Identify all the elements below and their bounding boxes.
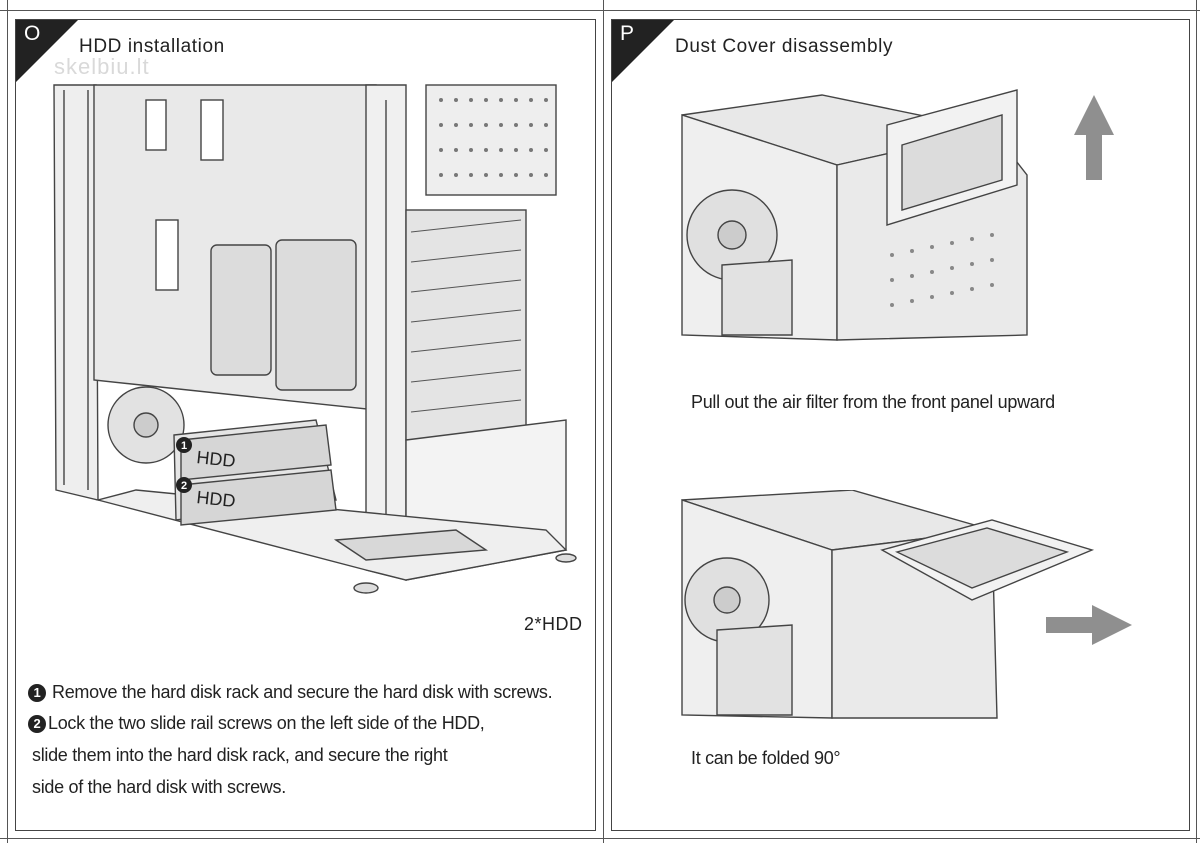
dust-filter-pull-up-illustration xyxy=(681,89,1028,341)
section-letter-p: P xyxy=(620,22,635,45)
top-border xyxy=(0,10,1200,11)
hdd-marker-1: 1 xyxy=(181,440,187,452)
step-2-line-3: side of the hard disk with screws. xyxy=(32,777,286,797)
step-2-line-1: Lock the two slide rail screws on the le… xyxy=(48,713,485,733)
hdd-marker-1-circle xyxy=(176,437,192,453)
caption-folded: It can be folded 90° xyxy=(691,748,841,768)
section-corner-p xyxy=(612,20,674,82)
step-2-line-2: slide them into the hard disk rack, and … xyxy=(32,745,448,765)
panel-dust-cover: P Dust Cover disassembly Pull out the ai… xyxy=(611,19,1190,831)
step-1-marker: 1 xyxy=(28,684,46,702)
hdd-label-2: HDD xyxy=(196,487,237,511)
bottom-border xyxy=(0,838,1200,839)
arrow-up-icon xyxy=(1074,95,1114,180)
caption-pull-out: Pull out the air filter from the front p… xyxy=(691,392,1055,412)
panel-hdd-installation: O HDD installation skelbiu.lt xyxy=(15,19,596,831)
dust-filter-folded-illustration xyxy=(681,490,1095,719)
center-divider xyxy=(603,0,604,843)
hdd-label-1: HDD xyxy=(196,447,237,471)
hdd-marker-2: 2 xyxy=(181,480,187,492)
left-border xyxy=(7,0,8,843)
section-letter-o: O xyxy=(24,22,41,45)
arrow-right-icon xyxy=(1046,605,1132,645)
step-1-text: Remove the hard disk rack and secure the… xyxy=(52,682,553,702)
right-border xyxy=(1196,0,1197,843)
hdd-marker-2-circle xyxy=(176,477,192,493)
hdd-case-illustration: 1 HDD 2 HDD xyxy=(53,84,577,594)
step-1: 1 Remove the hard disk rack and secure th… xyxy=(28,682,553,703)
watermark: skelbiu.lt xyxy=(54,54,150,79)
panel-title-dust-cover: Dust Cover disassembly xyxy=(675,36,894,57)
section-corner-o xyxy=(16,20,78,82)
step-2-marker: 2 xyxy=(28,715,46,733)
hdd-count-caption: 2*HDD xyxy=(524,614,583,634)
panel-title-hdd: HDD installation xyxy=(79,36,225,57)
